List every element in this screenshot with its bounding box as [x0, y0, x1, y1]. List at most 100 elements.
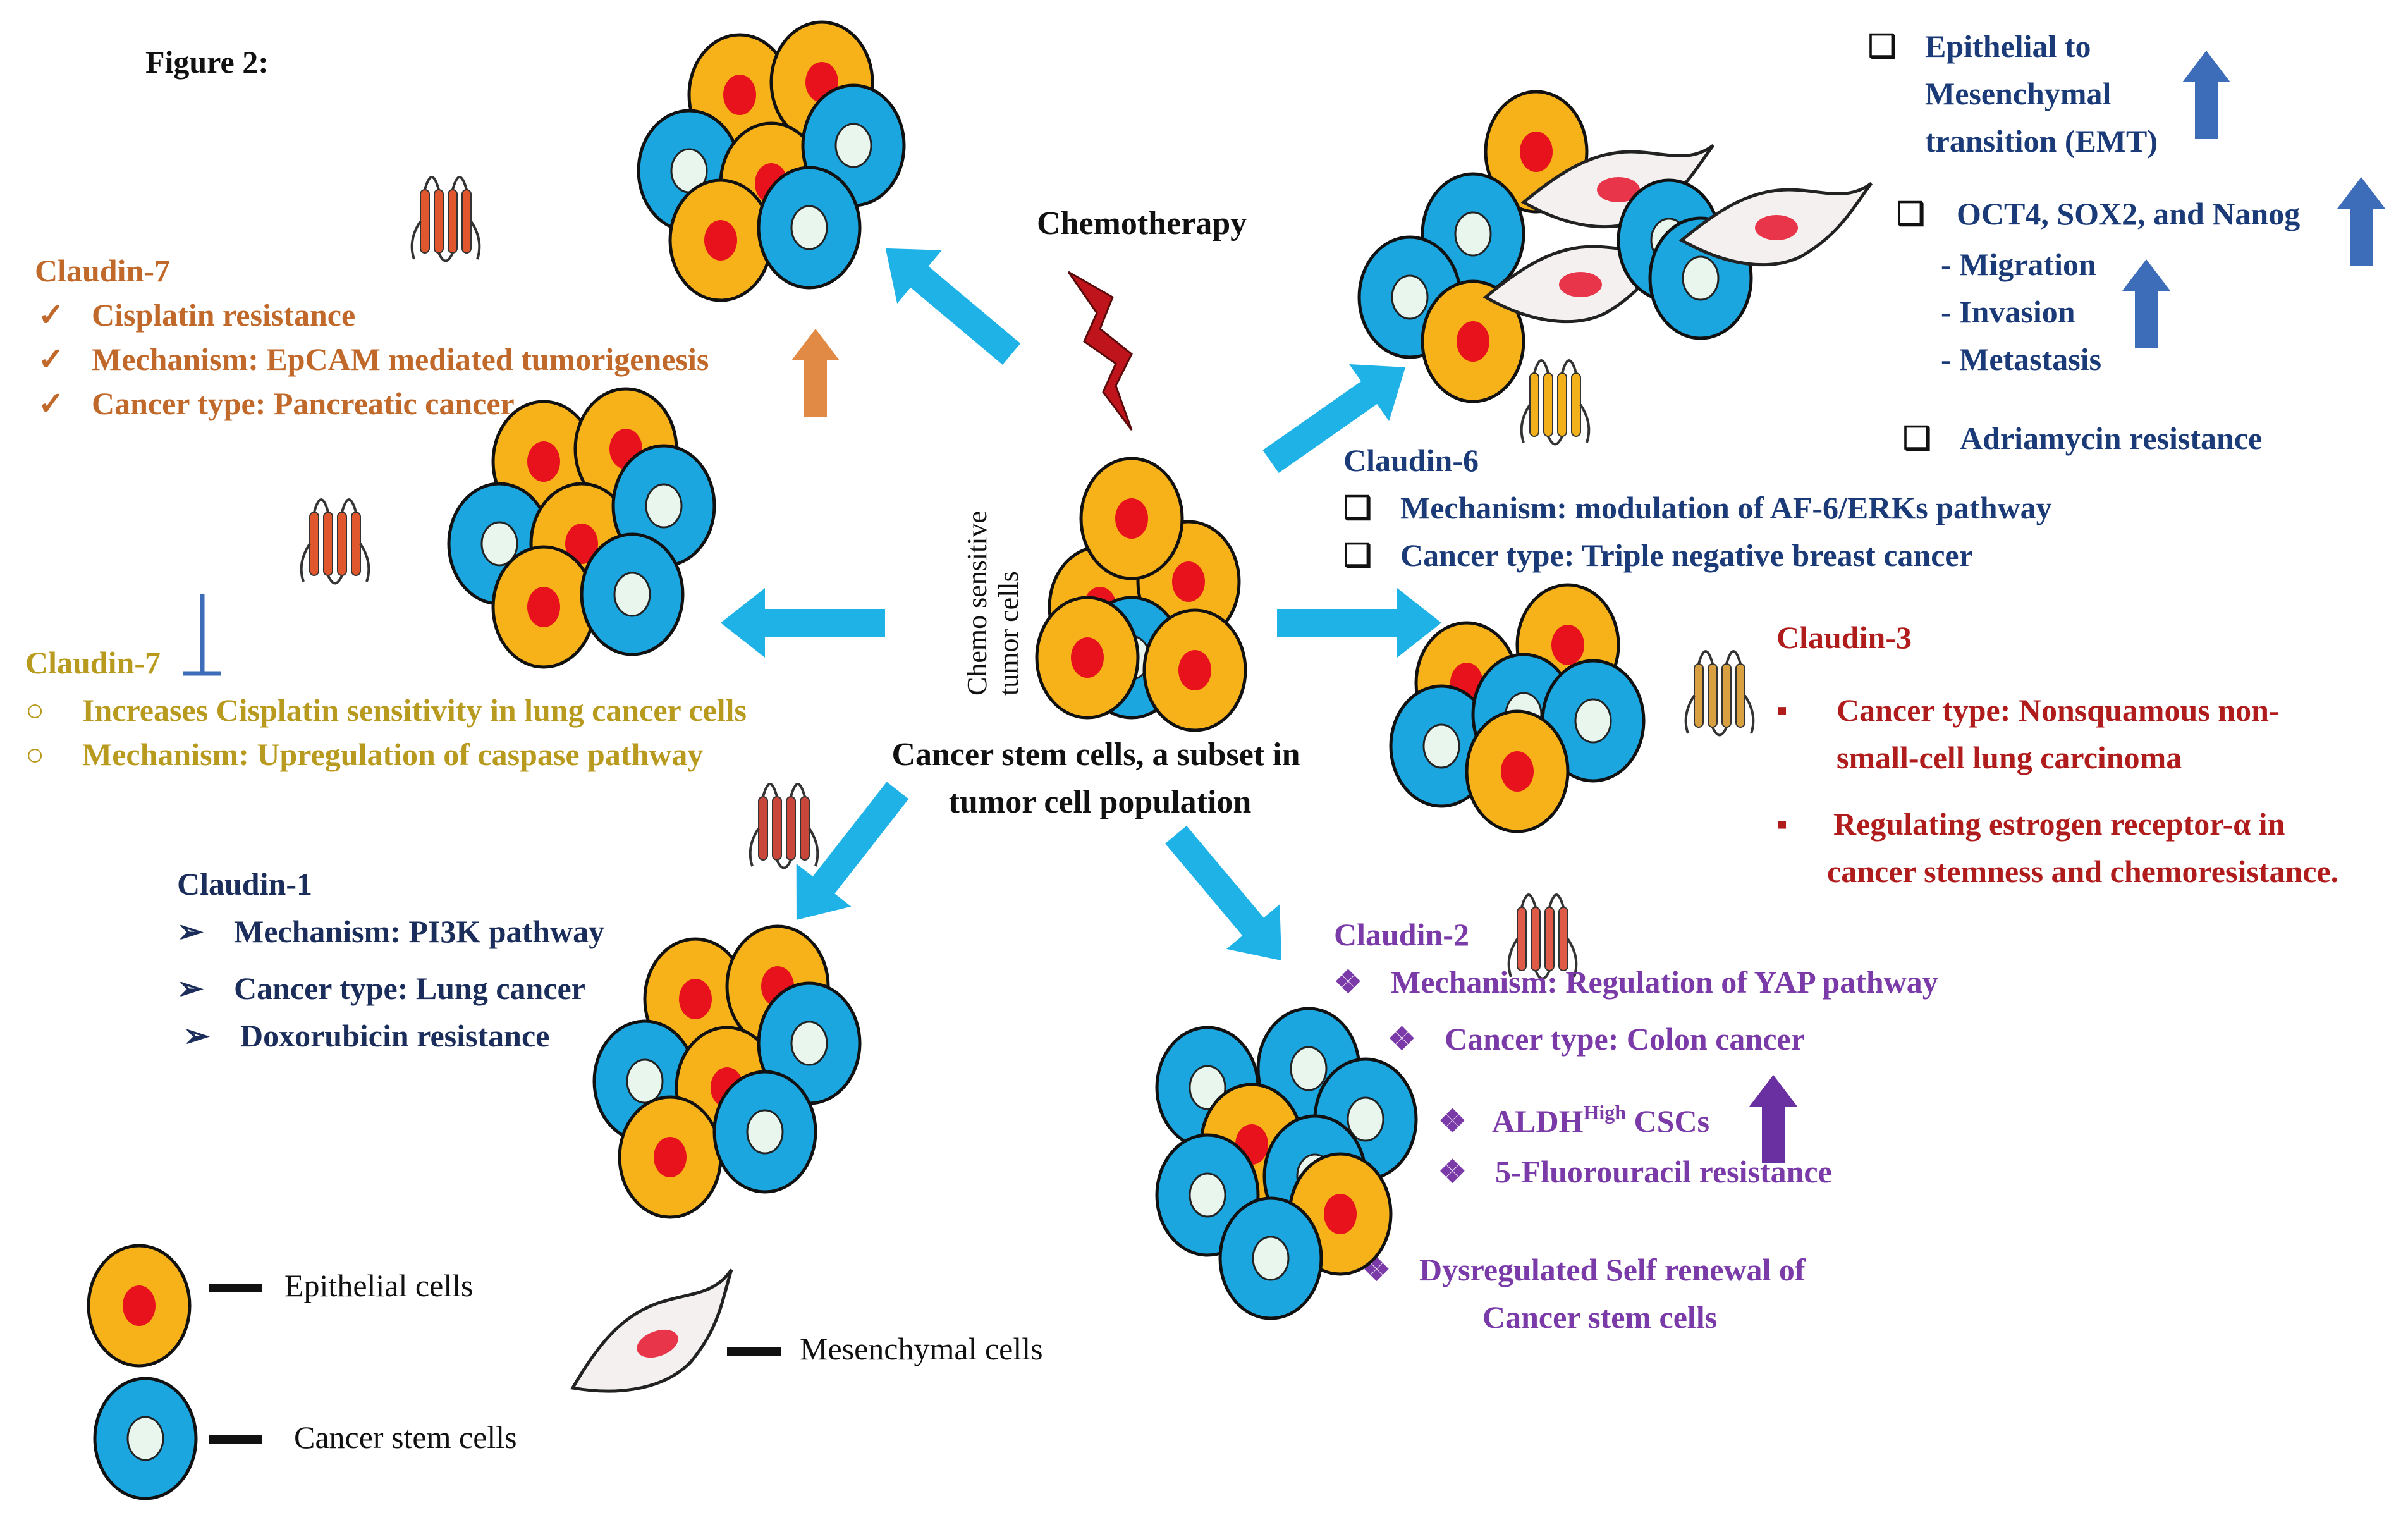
center-caption: Cancer stem cells, a subset in tumor cel… [891, 737, 1308, 820]
claudin1-item-2: Cancer type: Lung cancer [234, 971, 585, 1006]
legend: Epithelial cells Cancer stem cells Mesen… [89, 1246, 1043, 1499]
chemotherapy-label: Chemotherapy [1037, 205, 1247, 242]
arrow-to-claudin7-left [721, 588, 885, 658]
claudin2-bullet-2: ❖ [1388, 1021, 1416, 1057]
claudin7-left-protein-icon [300, 498, 370, 585]
migration-up-arrow-icon [2122, 259, 2170, 348]
claudin7-left-bullet-2: ○ [25, 737, 44, 772]
claudin1-title: Claudin-1 [177, 866, 312, 902]
claudin3-bullet-1: ▪ [1776, 692, 1788, 728]
center-caption-line1: Cancer stem cells, a subset in [891, 737, 1300, 773]
legend-epithelial-dash [209, 1284, 262, 1292]
claudin3-bullet-2: ▪ [1776, 806, 1788, 842]
claudin7-left-list: ○ Increases Cisplatin sensitivity in lun… [25, 692, 747, 772]
claudin2-title: Claudin-2 [1334, 917, 1469, 952]
claudin2-bullet-1: ❖ [1334, 964, 1362, 1000]
claudin2-self-renewal-line2: Cancer stem cells [1482, 1299, 1717, 1335]
claudin1-protein-icon [749, 783, 819, 869]
cluster-claudin6 [1359, 92, 1871, 402]
claudin3-item2-line2: cancer stemness and chemoresistance. [1827, 854, 2338, 889]
claudin2-bullet-3: ❖ [1438, 1103, 1467, 1139]
center-caption-line2: tumor cell population [949, 784, 1252, 820]
chemo-sensitive-line1: Chemo sensitive [962, 511, 993, 696]
claudin1-bullet-1: ➢ [177, 914, 204, 949]
claudin7-top-title: Claudin-7 [35, 253, 170, 288]
claudin3-item1-line2: small-cell lung carcinoma [1837, 740, 2182, 775]
claudin7-left-title: Claudin-7 [25, 645, 161, 680]
claudin7-top-bullet-1: ✓ [38, 297, 64, 333]
emt-item1-line3: transition (EMT) [1925, 123, 2158, 159]
claudin3-list: ▪ Cancer type: Nonsquamous non- small-ce… [1776, 692, 2338, 889]
emt-sub-2: - Invasion [1941, 294, 2075, 329]
claudin3-item1-line1: Cancer type: Nonsquamous non- [1837, 692, 2280, 728]
claudin6-title: Claudin-6 [1343, 443, 1479, 478]
claudin6-bullet-2: ❑ [1343, 537, 1372, 573]
legend-mesenchymal-icon [553, 1270, 759, 1411]
claudin6-bullet-1: ❑ [1343, 490, 1372, 525]
claudin2-aldh-sup: High [1583, 1101, 1626, 1124]
claudin1-bullet-2: ➢ [177, 971, 204, 1006]
legend-mesenchymal-dash [727, 1347, 781, 1356]
legend-stem-dash [209, 1435, 262, 1444]
claudin7-top-up-arrow-icon [791, 329, 840, 417]
claudin6-item-1: Mechanism: modulation of AF-6/ERKs pathw… [1400, 490, 2052, 525]
claudin7-top-item-3: Cancer type: Pancreatic cancer [92, 386, 515, 421]
chemo-sensitive-line2: tumor cells [993, 571, 1024, 696]
claudin1-list: ➢ Mechanism: PI3K pathway ➢ Cancer type:… [177, 914, 604, 1053]
cluster-claudin1 [594, 926, 860, 1217]
arrow-to-claudin7-top [863, 221, 1034, 381]
legend-stem-label: Cancer stem cells [294, 1420, 517, 1455]
claudin2-item-1: Mechanism: Regulation of YAP pathway [1391, 964, 1938, 1000]
emt-sub-1: - Migration [1941, 247, 2096, 282]
emt-item1-line2: Mesenchymal [1925, 76, 2111, 111]
legend-stem-icon [95, 1378, 196, 1499]
claudin2-aldh-main: ALDH [1492, 1103, 1584, 1139]
emt-bullet-3: ❑ [1903, 420, 1931, 456]
claudin7-top-bullet-3: ✓ [38, 386, 64, 421]
claudin7-left-inhibit-icon [183, 594, 221, 676]
emt-item1-line1: Epithelial to [1925, 28, 2091, 64]
claudin1-item-3: Doxorubicin resistance [240, 1018, 549, 1053]
claudin7-top-item-1: Cisplatin resistance [92, 297, 355, 333]
oct4-up-arrow-icon [2337, 177, 2385, 266]
claudin7-top-list: ✓ Cisplatin resistance ✓ Mechanism: EpCA… [38, 297, 709, 421]
claudin6-protein-icon [1520, 359, 1591, 446]
figure-label: Figure 2: [145, 44, 269, 80]
arrow-to-claudin2 [1149, 812, 1309, 983]
claudin7-top-item-2: Mechanism: EpCAM mediated tumorigenesis [92, 341, 709, 377]
claudin2-aldh-rest: CSCs [1626, 1103, 1709, 1139]
chemotherapy-lightning-icon [1067, 271, 1133, 431]
emt-item2: OCT4, SOX2, and Nanog [1957, 196, 2300, 231]
cluster-claudin7-top [639, 22, 904, 300]
claudin7-left-item-1: Increases Cisplatin sensitivity in lung … [82, 692, 747, 728]
emt-up-arrow-icon [2182, 51, 2230, 139]
claudin2-aldh: ALDHHigh CSCs [1492, 1101, 1709, 1139]
claudin2-bullet-4: ❖ [1438, 1154, 1467, 1189]
claudin7-left-item-2: Mechanism: Upregulation of caspase pathw… [82, 737, 703, 772]
claudin2-item-2: Cancer type: Colon cancer [1445, 1021, 1805, 1057]
legend-epithelial-icon [89, 1246, 190, 1366]
claudin6-list: ❑ Mechanism: modulation of AF-6/ERKs pat… [1343, 490, 2052, 573]
claudin1-bullet-3: ➢ [183, 1018, 210, 1053]
center-tumor-cluster [1037, 458, 1245, 730]
emt-bullet-1: ❑ [1868, 28, 1897, 64]
legend-mesenchymal-label: Mesenchymal cells [800, 1331, 1043, 1366]
claudin3-title: Claudin-3 [1776, 620, 1912, 655]
claudin1-item-1: Mechanism: PI3K pathway [234, 914, 604, 949]
claudin7-top-bullet-2: ✓ [38, 341, 64, 377]
emt-panel: ❑ Epithelial to Mesenchymal transition (… [1868, 28, 2300, 456]
aldh-up-arrow-icon [1749, 1075, 1797, 1163]
emt-item3: Adriamycin resistance [1960, 420, 2262, 456]
claudin7-top-protein-icon [410, 176, 481, 262]
emt-sub-3: - Metastasis [1941, 341, 2101, 377]
claudin3-item2-line1: Regulating estrogen receptor-α in [1833, 806, 2285, 842]
claudin6-item-2: Cancer type: Triple negative breast canc… [1400, 537, 1973, 573]
claudin3-protein-icon [1684, 650, 1755, 737]
chemo-sensitive-label: Chemo sensitive tumor cells [962, 504, 1024, 696]
claudin2-self-renewal-line1: Dysregulated Self renewal of [1419, 1252, 1806, 1287]
arrow-to-claudin3 [1277, 588, 1441, 658]
legend-epithelial-label: Epithelial cells [284, 1268, 474, 1303]
claudin7-left-bullet-1: ○ [25, 692, 44, 728]
emt-bullet-2: ❑ [1897, 196, 1925, 231]
